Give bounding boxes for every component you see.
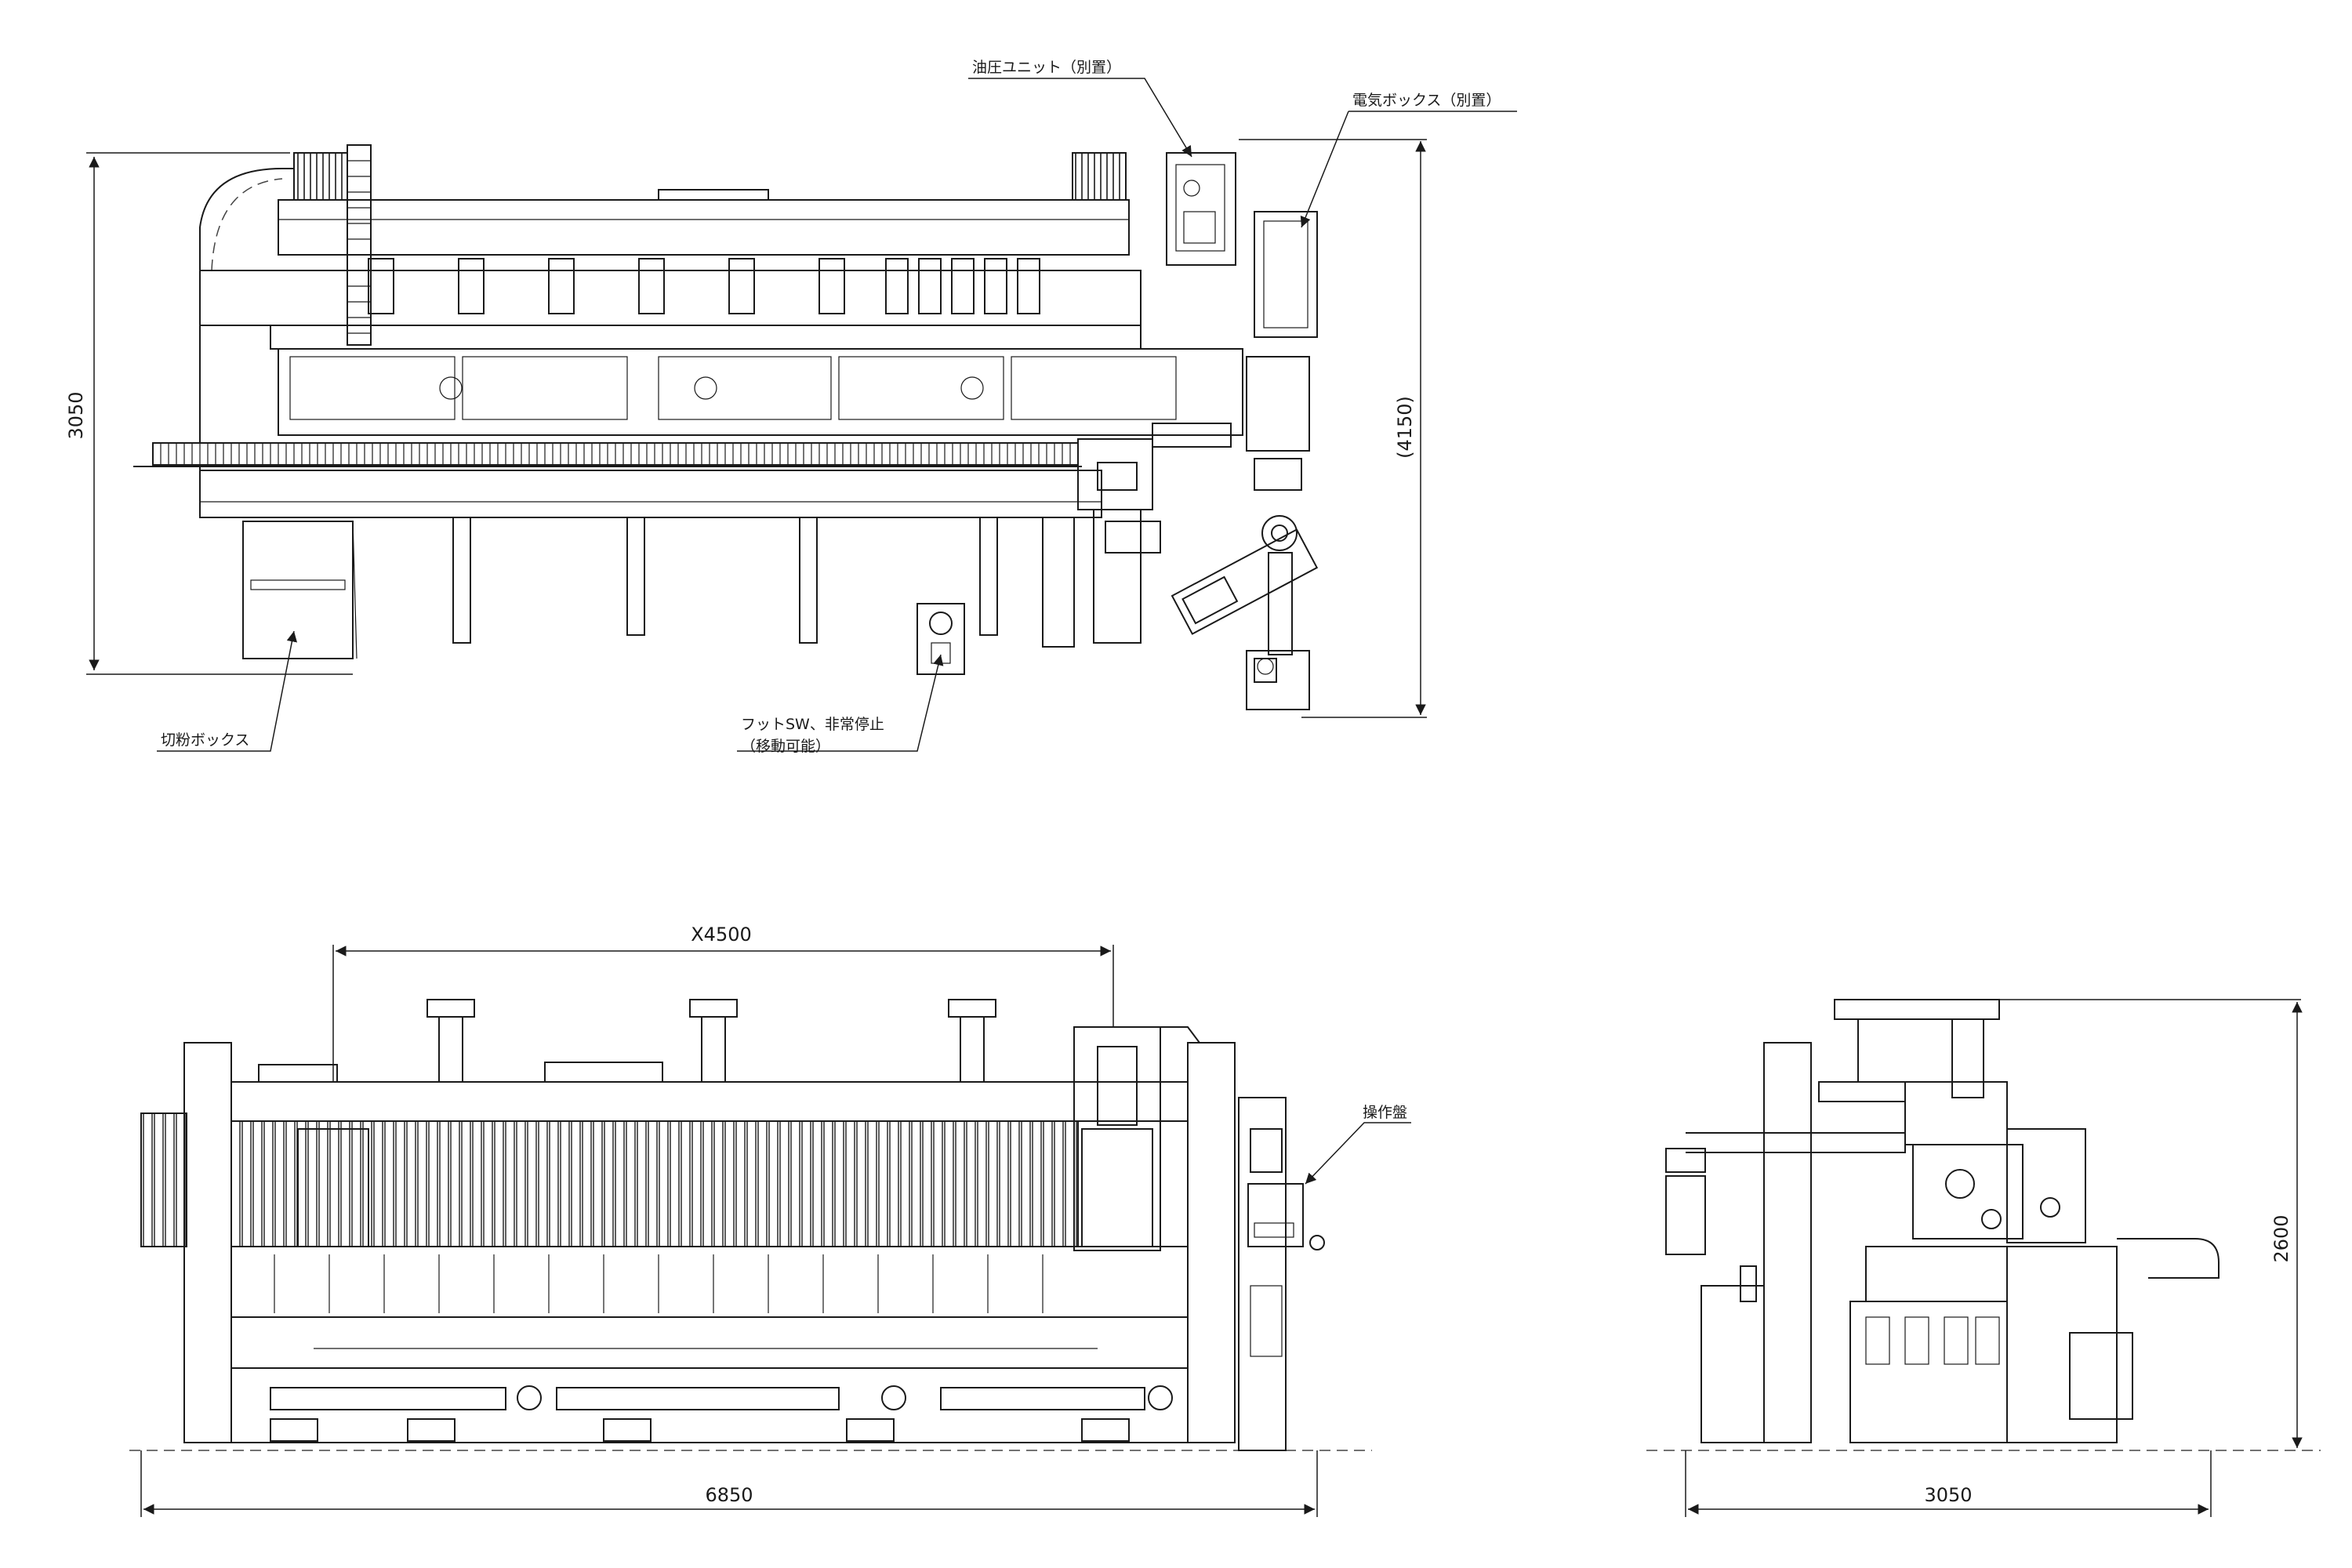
depth-dimension-label: 3050 [65, 391, 87, 439]
foot-switch-label-line1: フットSW、非常停止 [741, 716, 884, 733]
stroke-dimension-label: X4500 [691, 924, 752, 946]
chip-box-label: 切粉ボックス [161, 731, 249, 749]
front-width-dimension-label: 6850 [705, 1484, 753, 1506]
top-view-dimensions [86, 139, 1427, 718]
side-view: 2600 3050 [1646, 999, 2321, 1517]
front-view-dimensions [140, 945, 1318, 1517]
hydraulic-unit-label: 油圧ユニット（別置） [972, 59, 1121, 76]
side-width-dimension-label: 3050 [1924, 1484, 1972, 1506]
electric-box-label: 電気ボックス（別置） [1352, 92, 1501, 109]
front-bellows-main [230, 1120, 1079, 1247]
top-rams [426, 999, 996, 1083]
foot-switch-label-line2: （移動可能） [741, 738, 830, 755]
top-view: 3050 (4150) 油圧ユニット（別置） 電気ボックス（別置） 切粉ボックス… [65, 59, 1517, 755]
rack-top [152, 442, 1079, 466]
front-view: X4500 6850 操作盤 [129, 924, 1411, 1517]
control-panel [1238, 1097, 1287, 1451]
hydraulic-unit [1166, 152, 1236, 266]
overall-depth-dimension-label: (4150) [1394, 396, 1416, 459]
foot-switch [916, 603, 965, 675]
side-height-dimension-label: 2600 [2270, 1214, 2292, 1262]
spindle-heads-top [368, 258, 1040, 314]
electric-box [1254, 211, 1318, 338]
support-legs [452, 517, 998, 644]
front-bellows-left [140, 1112, 187, 1247]
control-panel-label: 操作盤 [1363, 1104, 1407, 1121]
rear-bellows-left [293, 152, 348, 201]
rear-bellows-right [1072, 152, 1127, 201]
